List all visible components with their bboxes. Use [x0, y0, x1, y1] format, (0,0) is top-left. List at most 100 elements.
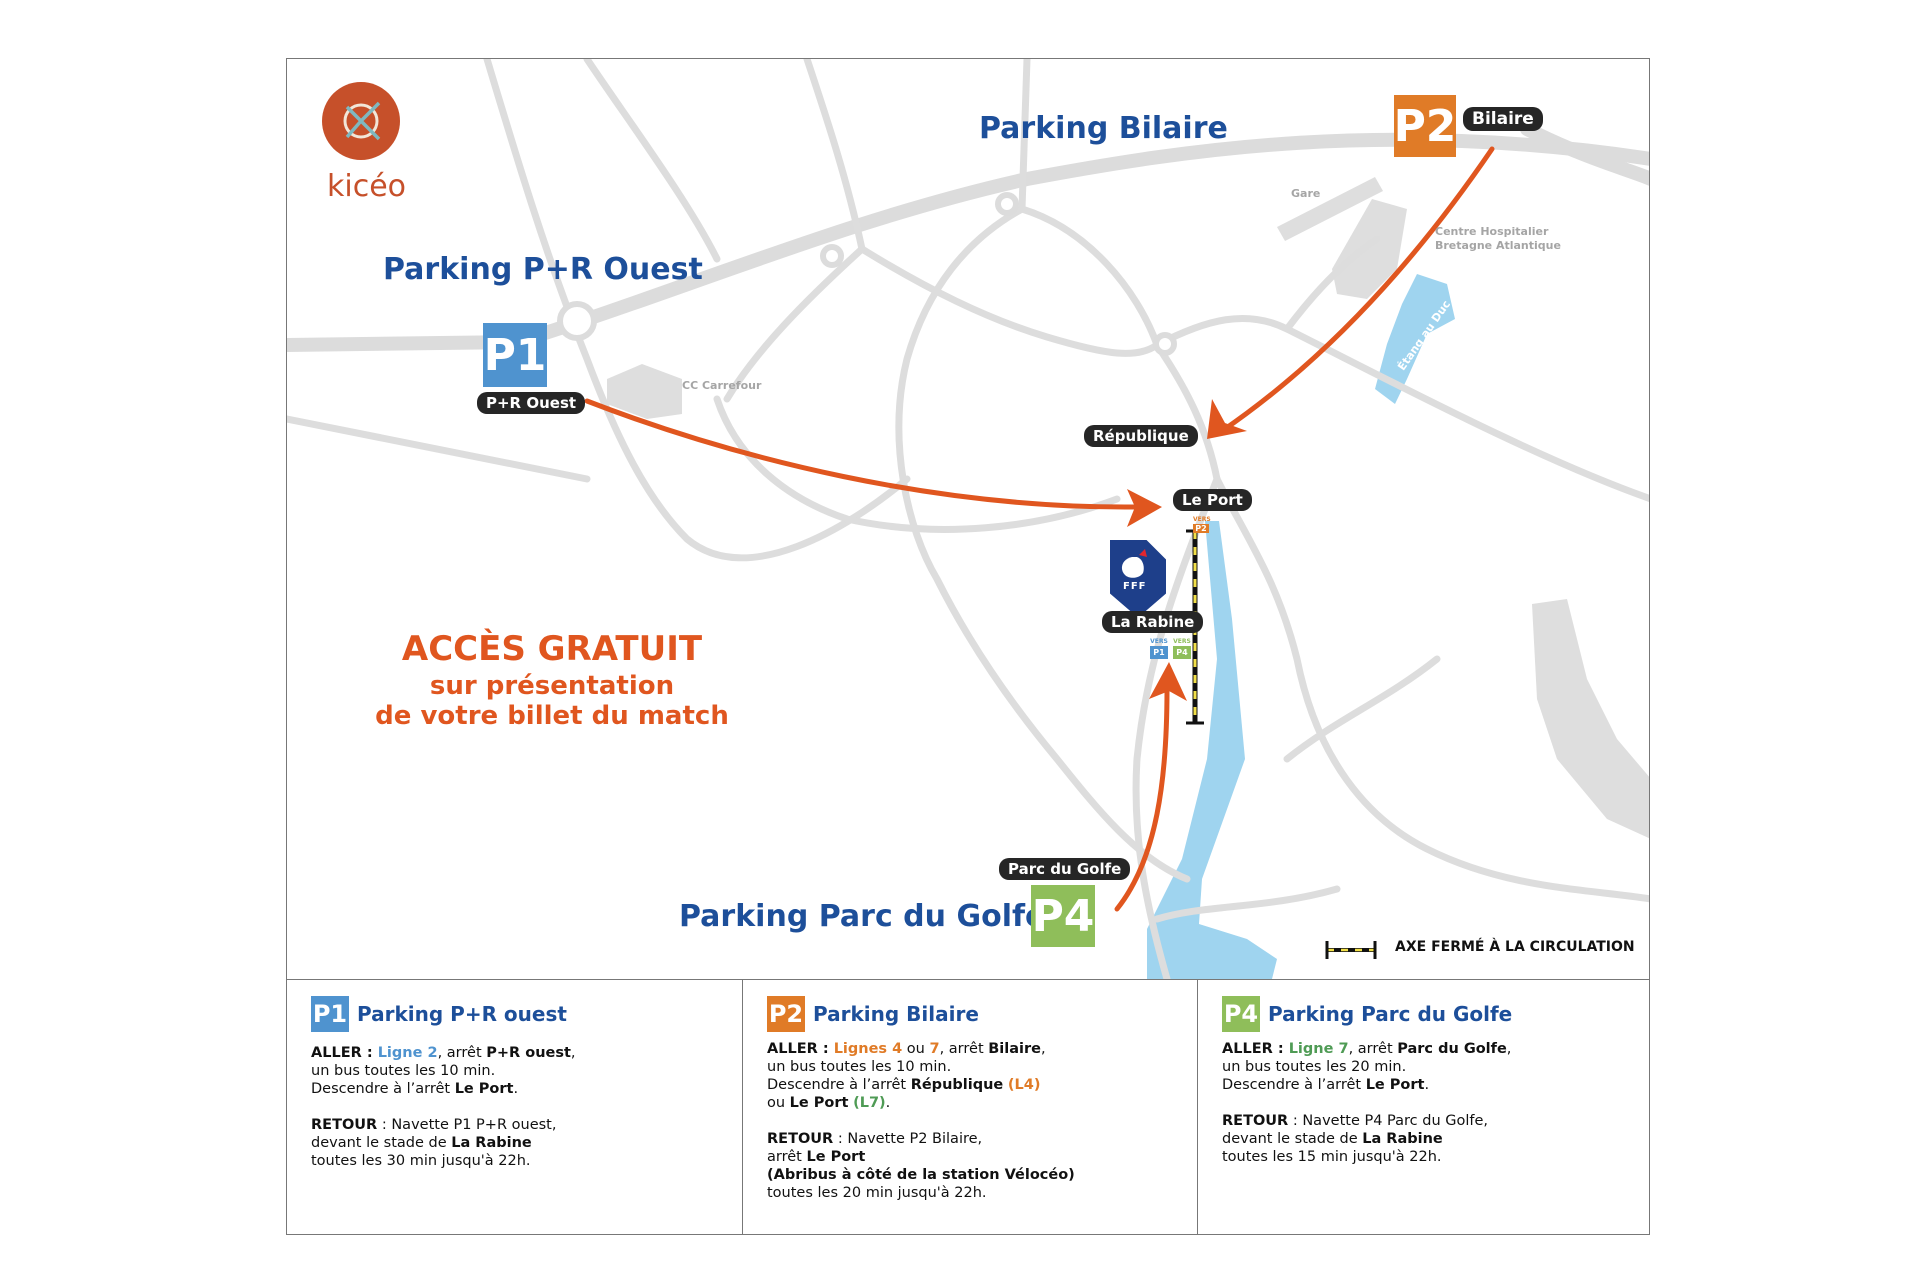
stop-bilaire: Bilaire	[1463, 107, 1543, 131]
building-east	[1532, 599, 1649, 839]
arrow-p1	[584, 398, 1140, 510]
promo-line-3: de votre billet du match	[375, 701, 729, 731]
retour-block: RETOUR : Navette P1 P+R ouest, devant le…	[311, 1116, 576, 1170]
text: Descendre à l’arrêt	[767, 1077, 911, 1093]
arrow-p4	[1114, 686, 1170, 912]
text: Descendre à l’arrêt	[311, 1081, 455, 1097]
brand-wordmark: kicéo	[327, 169, 407, 204]
info-panel-p4: P4 Parking Parc du Golfe ALLER : Ligne 7…	[1197, 979, 1649, 1234]
p1-badge: P1	[483, 323, 547, 387]
stop-name: République	[910, 1077, 1004, 1093]
stop-name: Le Port	[454, 1081, 514, 1097]
roundabouts	[557, 192, 1177, 356]
promo-line-2: sur présentation	[429, 671, 675, 701]
promo-line-1: ACCÈS GRATUIT	[401, 629, 703, 669]
text: toutes les 15 min jusqu'à 22h.	[1222, 1149, 1442, 1165]
info-body: ALLER : Ligne 7, arrêt Parc du Golfe, un…	[1222, 1040, 1511, 1184]
text: toutes les 20 min jusqu'à 22h.	[767, 1185, 987, 1201]
stop-name: Le Port	[1365, 1077, 1425, 1093]
text: devant le stade de	[1222, 1131, 1363, 1147]
punct: ,	[1040, 1041, 1046, 1057]
text: , arrêt	[437, 1045, 487, 1061]
label-gare: Gare	[1291, 187, 1321, 200]
info-panel-p1: P1 Parking P+R ouest ALLER : Ligne 2, ar…	[287, 979, 742, 1234]
river	[1147, 521, 1277, 979]
map-canvas	[287, 59, 1649, 979]
info-head: P4 Parking Parc du Golfe	[1222, 996, 1512, 1032]
aller-block: ALLER : Ligne 7, arrêt Parc du Golfe, un…	[1222, 1040, 1511, 1094]
label-hospital-2: Bretagne Atlantique	[1435, 239, 1561, 252]
vers-label: VERS	[1173, 638, 1191, 645]
stop-name: Parc du Golfe	[1397, 1041, 1507, 1057]
text: toutes les 30 min jusqu'à 22h.	[311, 1153, 531, 1169]
promo-text: ACCÈS GRATUIT sur présentation de votre …	[347, 629, 757, 731]
punct: ,	[1506, 1041, 1512, 1057]
aller-label: ALLER	[1222, 1041, 1273, 1057]
route-arrows	[584, 146, 1495, 912]
arrow-heads	[1127, 399, 1247, 701]
arrow-p2	[1219, 146, 1495, 434]
fff-rooster-shield-icon	[1108, 538, 1168, 621]
stop-name: P+R ouest	[486, 1045, 571, 1061]
stop-name: La Rabine	[1362, 1131, 1443, 1147]
info-head: P1 Parking P+R ouest	[311, 996, 567, 1032]
stadium-logo-text: FFF	[1123, 581, 1147, 592]
text: un bus toutes les 10 min.	[767, 1059, 952, 1075]
building-hospital	[1332, 199, 1407, 299]
p1-mini-badge: P1	[311, 996, 349, 1032]
retour-block: RETOUR : Navette P2 Bilaire, arrêt Le Po…	[767, 1130, 1075, 1202]
legend-label: AXE FERMÉ À LA CIRCULATION	[1395, 939, 1635, 955]
text: .	[1424, 1077, 1430, 1093]
text: (Abribus à côté de la station Vélocéo)	[767, 1167, 1075, 1183]
retour-label: RETOUR	[767, 1131, 834, 1147]
label-hospital-1: Centre Hospitalier	[1435, 225, 1549, 238]
stop-republique: République	[1084, 425, 1198, 447]
p4-mini-badge: P4	[1222, 996, 1260, 1032]
vers-label: VERS	[1193, 516, 1211, 523]
text: , arrêt	[939, 1041, 989, 1057]
text: ou	[767, 1095, 790, 1111]
info-body: ALLER : Ligne 2, arrêt P+R ouest, un bus…	[311, 1044, 576, 1188]
punct: ,	[570, 1045, 576, 1061]
text: devant le stade de	[311, 1135, 452, 1151]
aller-block: ALLER : Lignes 4 ou 7, arrêt Bilaire, un…	[767, 1040, 1075, 1112]
info-title: Parking P+R ouest	[357, 1002, 567, 1026]
line-number: 7	[929, 1041, 940, 1057]
vers-p1-marker: VERS P1	[1150, 637, 1168, 659]
p2-title: Parking Bilaire	[979, 111, 1228, 146]
info-panel-p2: P2 Parking Bilaire ALLER : Lignes 4 ou 7…	[742, 979, 1197, 1234]
p2-badge: P2	[1394, 95, 1456, 157]
retour-block: RETOUR : Navette P4 Parc du Golfe, devan…	[1222, 1112, 1511, 1166]
vers-p4-marker: VERS P4	[1173, 637, 1191, 659]
etang-au-duc	[1375, 274, 1455, 404]
text: : Navette P1 P+R ouest,	[377, 1117, 557, 1133]
stop-le-port: Le Port	[1173, 489, 1252, 511]
label-carrefour: CC Carrefour	[682, 379, 762, 392]
stop-la-rabine: La Rabine	[1102, 611, 1204, 633]
building-gare	[1277, 177, 1383, 241]
info-title: Parking Bilaire	[813, 1002, 979, 1026]
stop-name: Bilaire	[988, 1041, 1041, 1057]
text: un bus toutes les 10 min.	[311, 1063, 496, 1079]
retour-label: RETOUR	[311, 1117, 378, 1133]
text: ou	[902, 1041, 930, 1057]
sep: :	[361, 1045, 378, 1061]
vers-p2-badge: P2	[1193, 524, 1209, 533]
kiceo-logo-icon	[322, 82, 400, 160]
p4-badge: P4	[1031, 885, 1095, 947]
building-carrefour	[607, 364, 682, 419]
legend: AXE FERMÉ À LA CIRCULATION	[1395, 939, 1635, 955]
text: : Navette P2 Bilaire,	[833, 1131, 983, 1147]
legend-swatch	[1325, 941, 1377, 959]
info-head: P2 Parking Bilaire	[767, 996, 979, 1032]
stop-parc-du-golfe: Parc du Golfe	[999, 858, 1131, 880]
vers-p4-badge: P4	[1173, 646, 1191, 659]
text: , arrêt	[1348, 1041, 1398, 1057]
line-number: Ligne 2	[377, 1045, 438, 1061]
line-number: Ligne 7	[1288, 1041, 1349, 1057]
vers-p1-badge: P1	[1150, 646, 1168, 659]
text: un bus toutes les 20 min.	[1222, 1059, 1407, 1075]
info-title: Parking Parc du Golfe	[1268, 1002, 1513, 1026]
text: arrêt	[767, 1149, 807, 1165]
line-tag: (L7)	[853, 1095, 886, 1111]
